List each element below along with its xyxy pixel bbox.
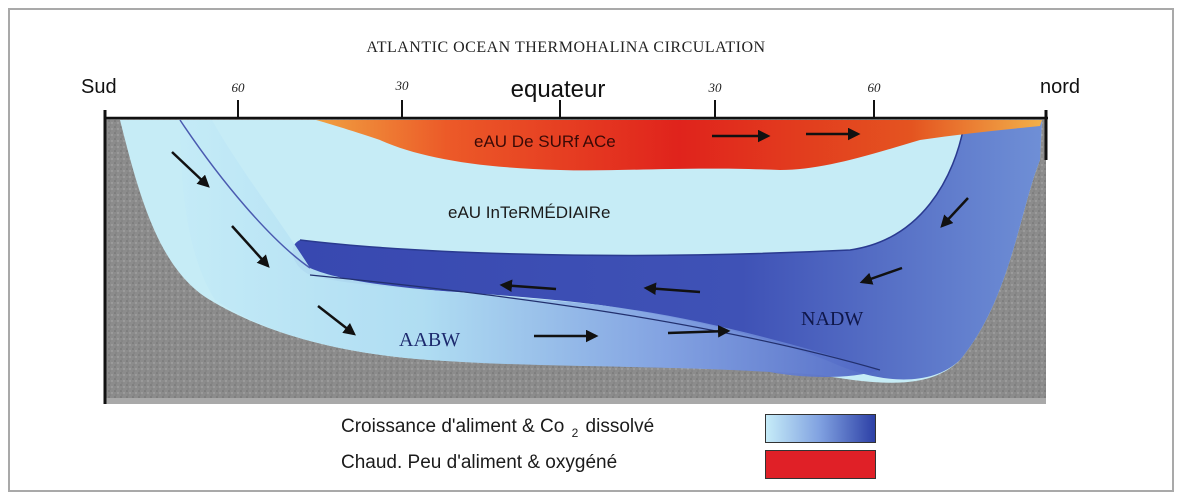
intermediate-water-label: eAU InTeRMÉDIAIRe — [448, 203, 611, 222]
flow-arrow — [667, 325, 731, 338]
flow-arrow — [231, 225, 270, 268]
legend-cold-subscript: 2 — [571, 426, 579, 440]
nadw-label: NADW — [801, 308, 863, 330]
lat-label-n60: 60 — [868, 80, 882, 95]
flow-arrow — [317, 305, 356, 336]
legend-cold-prefix: Croissance d'aliment & Co — [341, 416, 565, 437]
legend-cold-suffix: dissolvé — [585, 416, 655, 437]
surface-water — [316, 120, 1042, 171]
flow-arrow — [499, 279, 557, 292]
diagram-title: ATLANTIC OCEAN THERMOHALINA CIRCULATION — [366, 39, 765, 56]
aabw-water — [180, 120, 880, 377]
flow-arrow — [859, 266, 903, 285]
surface-water-label: eAU De SURf ACe — [474, 132, 616, 151]
axis-left-label: Sud — [81, 76, 117, 98]
legend-cold-swatch — [765, 414, 876, 443]
lat-label-n30: 30 — [708, 80, 723, 95]
axis-center-label: equateur — [511, 76, 606, 103]
lat-label-s60: 60 — [232, 80, 246, 95]
aabw-label: AABW — [399, 329, 460, 351]
axis-right-label: nord — [1040, 76, 1080, 98]
legend-warm-swatch — [765, 450, 876, 479]
flow-arrow — [940, 197, 969, 228]
lat-label-s30: 30 — [395, 78, 410, 93]
flow-arrow — [171, 151, 210, 188]
flow-arrow — [643, 282, 701, 295]
legend-warm-label: Chaud. Peu d'aliment & oxygéné — [341, 452, 618, 473]
nadw-water — [292, 120, 1042, 380]
legend-cold-label: Croissance d'aliment & Co 2 dissolvé — [341, 416, 655, 440]
